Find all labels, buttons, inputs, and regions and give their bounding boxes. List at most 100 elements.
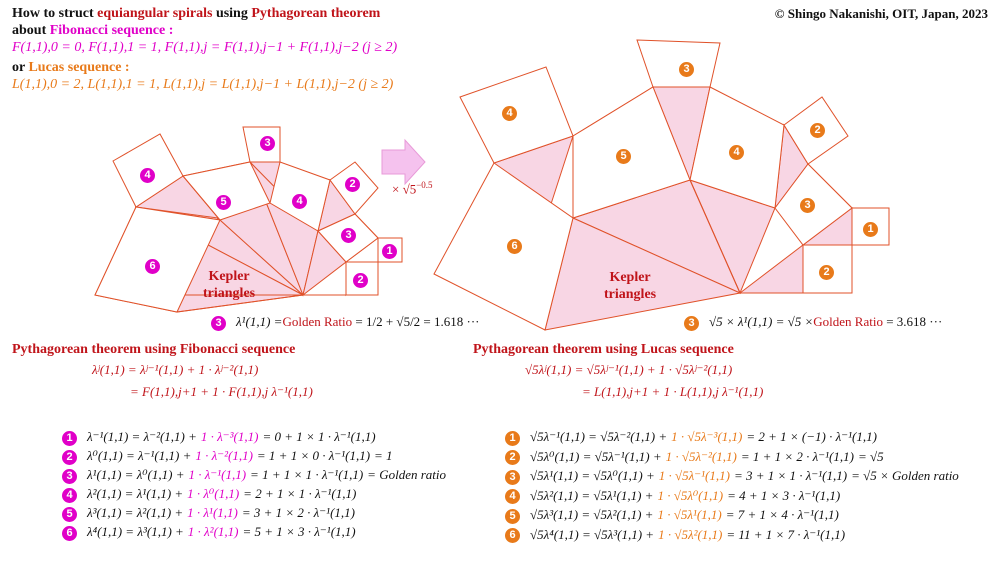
copyright: © Shingo Nakanishi, OIT, Japan, 2023 <box>774 6 988 21</box>
lucas-formula-1: √5λʲ(1,1) = √5λʲ⁻¹(1,1) + 1 · √5λʲ⁻²(1,1… <box>525 362 733 377</box>
badge-3-icon: 3 <box>211 315 226 331</box>
badge-6-icon: 6 <box>62 525 77 541</box>
badge-2-icon: 2 <box>819 264 834 280</box>
row-part-c: = 4 + 1 × 3 · λ⁻¹(1,1) <box>727 487 841 503</box>
badge-3-icon: 3 <box>800 197 815 213</box>
row-part-b: 1 · √5λ⁰(1,1) <box>657 487 724 503</box>
title-mid: using <box>212 6 252 21</box>
right-badge-1: 1 <box>863 220 888 238</box>
golden-left-lhs: λ¹(1,1) = <box>236 314 283 329</box>
row-part-c: = 1 + 1 × 0 · λ⁻¹(1,1) <box>256 448 371 463</box>
row-part-c: = 1 + 1 × 2 · λ⁻¹(1,1) <box>740 448 854 464</box>
badge-5-icon: 5 <box>616 148 631 164</box>
badge-5-icon: 5 <box>216 194 231 210</box>
golden-right-lhs: √5 × λ¹(1,1) = √5 × <box>709 314 814 329</box>
badge-6-icon: 6 <box>145 258 160 274</box>
golden-right-ratio: Golden Ratio <box>813 314 883 329</box>
equation-row: 5√5λ³(1,1) = √5λ²(1,1) +1 · √5λ¹(1,1)= 7… <box>505 505 963 525</box>
badge-6-icon: 6 <box>507 238 522 254</box>
row-part-b: 1 · λ⁰(1,1) <box>187 486 240 501</box>
row-part-b: 1 · √5λ⁻¹(1,1) <box>658 468 730 483</box>
badge-2-icon: 2 <box>353 272 368 288</box>
row-part-b: 1 · √5λ²(1,1) <box>658 526 723 542</box>
row-part-d: = Golden ratio <box>367 467 446 482</box>
row-part-a: λ⁴(1,1) = λ³(1,1) + <box>87 524 184 539</box>
right-square-2 <box>802 244 853 294</box>
lucas-rows: 1 √5λ⁻¹(1,1) = √5λ⁻²(1,1) +1 · √5λ⁻³(1,1)… <box>505 427 963 544</box>
left-badge-3b: 3 <box>341 226 366 244</box>
badge-2-icon: 2 <box>505 450 520 466</box>
row-part-b: 1 · √5λ¹(1,1) <box>657 507 722 522</box>
row-part-b: 1 · √5λ⁻³(1,1) <box>671 429 743 444</box>
badge-4-icon: 4 <box>505 489 520 505</box>
right-square-6 <box>433 162 574 331</box>
right-badge-5: 5 <box>616 147 641 165</box>
lucas-formula-2: = L(1,1),j+1 + 1 · L(1,1),j λ⁻¹(1,1) <box>582 384 764 399</box>
fibonacci-formula-1: λʲ(1,1) = λʲ⁻¹(1,1) + 1 · λʲ⁻²(1,1) <box>92 362 259 377</box>
row-part-a: λ⁰(1,1) = λ⁻¹(1,1) + <box>87 448 192 463</box>
row-part-b: 1 · λ⁻²(1,1) <box>195 448 253 463</box>
title: How to struct equiangular spirals using … <box>12 6 380 22</box>
badge-4-icon: 4 <box>729 144 744 160</box>
left-edge <box>176 294 304 313</box>
row-part-c: = 5 + 1 × 3 · λ⁻¹(1,1) <box>242 524 356 539</box>
about-label: about <box>12 23 50 38</box>
lucas-label: Lucas sequence : <box>28 60 130 75</box>
scale-text: × √5 <box>392 181 417 197</box>
row-part-a: λ⁻¹(1,1) = λ⁻²(1,1) + <box>87 429 197 444</box>
row-part-c: = 0 + 1 × 1 · λ⁻¹(1,1) <box>262 429 376 444</box>
badge-1-icon: 1 <box>505 430 520 446</box>
right-kepler-label: Kepler triangles <box>604 269 656 303</box>
badge-3-icon: 3 <box>679 61 694 77</box>
badge-1-icon: 1 <box>863 221 878 237</box>
row-part-b: 1 · √5λ⁻²(1,1) <box>665 448 737 464</box>
row-part-c: = 3 + 1 × 1 · λ⁻¹(1,1) <box>733 468 848 483</box>
left-badge-2: 2 <box>345 175 370 193</box>
badge-2-icon: 2 <box>62 449 77 465</box>
equation-row: 1 √5λ⁻¹(1,1) = √5λ⁻²(1,1) +1 · √5λ⁻³(1,1)… <box>505 427 963 447</box>
row-part-a: λ¹(1,1) = λ⁰(1,1) + <box>87 467 185 482</box>
left-figure <box>94 126 403 313</box>
equation-row: 2 λ⁰(1,1) = λ⁻¹(1,1) +1 · λ⁻²(1,1)= 1 + 1… <box>62 446 450 465</box>
right-badge-4b: 4 <box>729 143 754 161</box>
right-badge-3b: 3 <box>800 196 825 214</box>
right-badge-3: 3 <box>679 60 704 78</box>
left-badge-6: 6 <box>145 257 170 275</box>
golden-right-rhs: = 3.618 ··· <box>886 314 943 329</box>
right-figure <box>433 39 890 331</box>
row-part-a: √5λ¹(1,1) = √5λ⁰(1,1) + <box>530 468 655 483</box>
title-highlight-pythagorean: Pythagorean theorem <box>251 6 381 21</box>
right-edge <box>689 179 741 294</box>
left-kepler-line1: Kepler <box>208 269 250 284</box>
right-kepler-line1: Kepler <box>609 270 651 285</box>
row-part-a: √5λ⁻¹(1,1) = √5λ⁻²(1,1) + <box>530 429 668 444</box>
fibonacci-heading: Pythagorean theorem using Fibonacci sequ… <box>12 342 296 357</box>
right-kepler-line2: triangles <box>604 287 657 302</box>
right-badge-2b: 2 <box>819 263 844 281</box>
row-part-c: = 11 + 1 × 7 · λ⁻¹(1,1) <box>726 526 846 542</box>
fibonacci-definition: F(1,1),0 = 0, F(1,1),1 = 1, F(1,1),j = F… <box>12 40 398 55</box>
title-prefix: How to struct <box>12 6 98 21</box>
title-highlight-spirals: equiangular spirals <box>97 6 213 21</box>
badge-4-icon: 4 <box>62 487 77 503</box>
or-line: or Lucas sequence : <box>12 60 130 76</box>
badge-6-icon: 6 <box>505 528 520 544</box>
row-part-c: = 2 + 1 × 1 · λ⁻¹(1,1) <box>243 486 357 501</box>
row-part-c: = 3 + 1 × 2 · λ⁻¹(1,1) <box>241 505 355 520</box>
equation-row: 6√5λ⁴(1,1) = √5λ³(1,1) +1 · √5λ²(1,1)= 1… <box>505 525 963 545</box>
badge-4-icon: 4 <box>502 105 517 121</box>
row-part-c: = 7 + 1 × 4 · λ⁻¹(1,1) <box>725 507 839 522</box>
left-badge-3: 3 <box>260 134 285 152</box>
badge-1-icon: 1 <box>382 243 397 259</box>
left-badge-4: 4 <box>140 166 165 184</box>
lucas-heading: Pythagorean theorem using Lucas sequence <box>473 342 734 357</box>
scale-arrow-icon <box>381 138 426 186</box>
row-part-d: = √5 × Golden ratio <box>851 468 959 483</box>
